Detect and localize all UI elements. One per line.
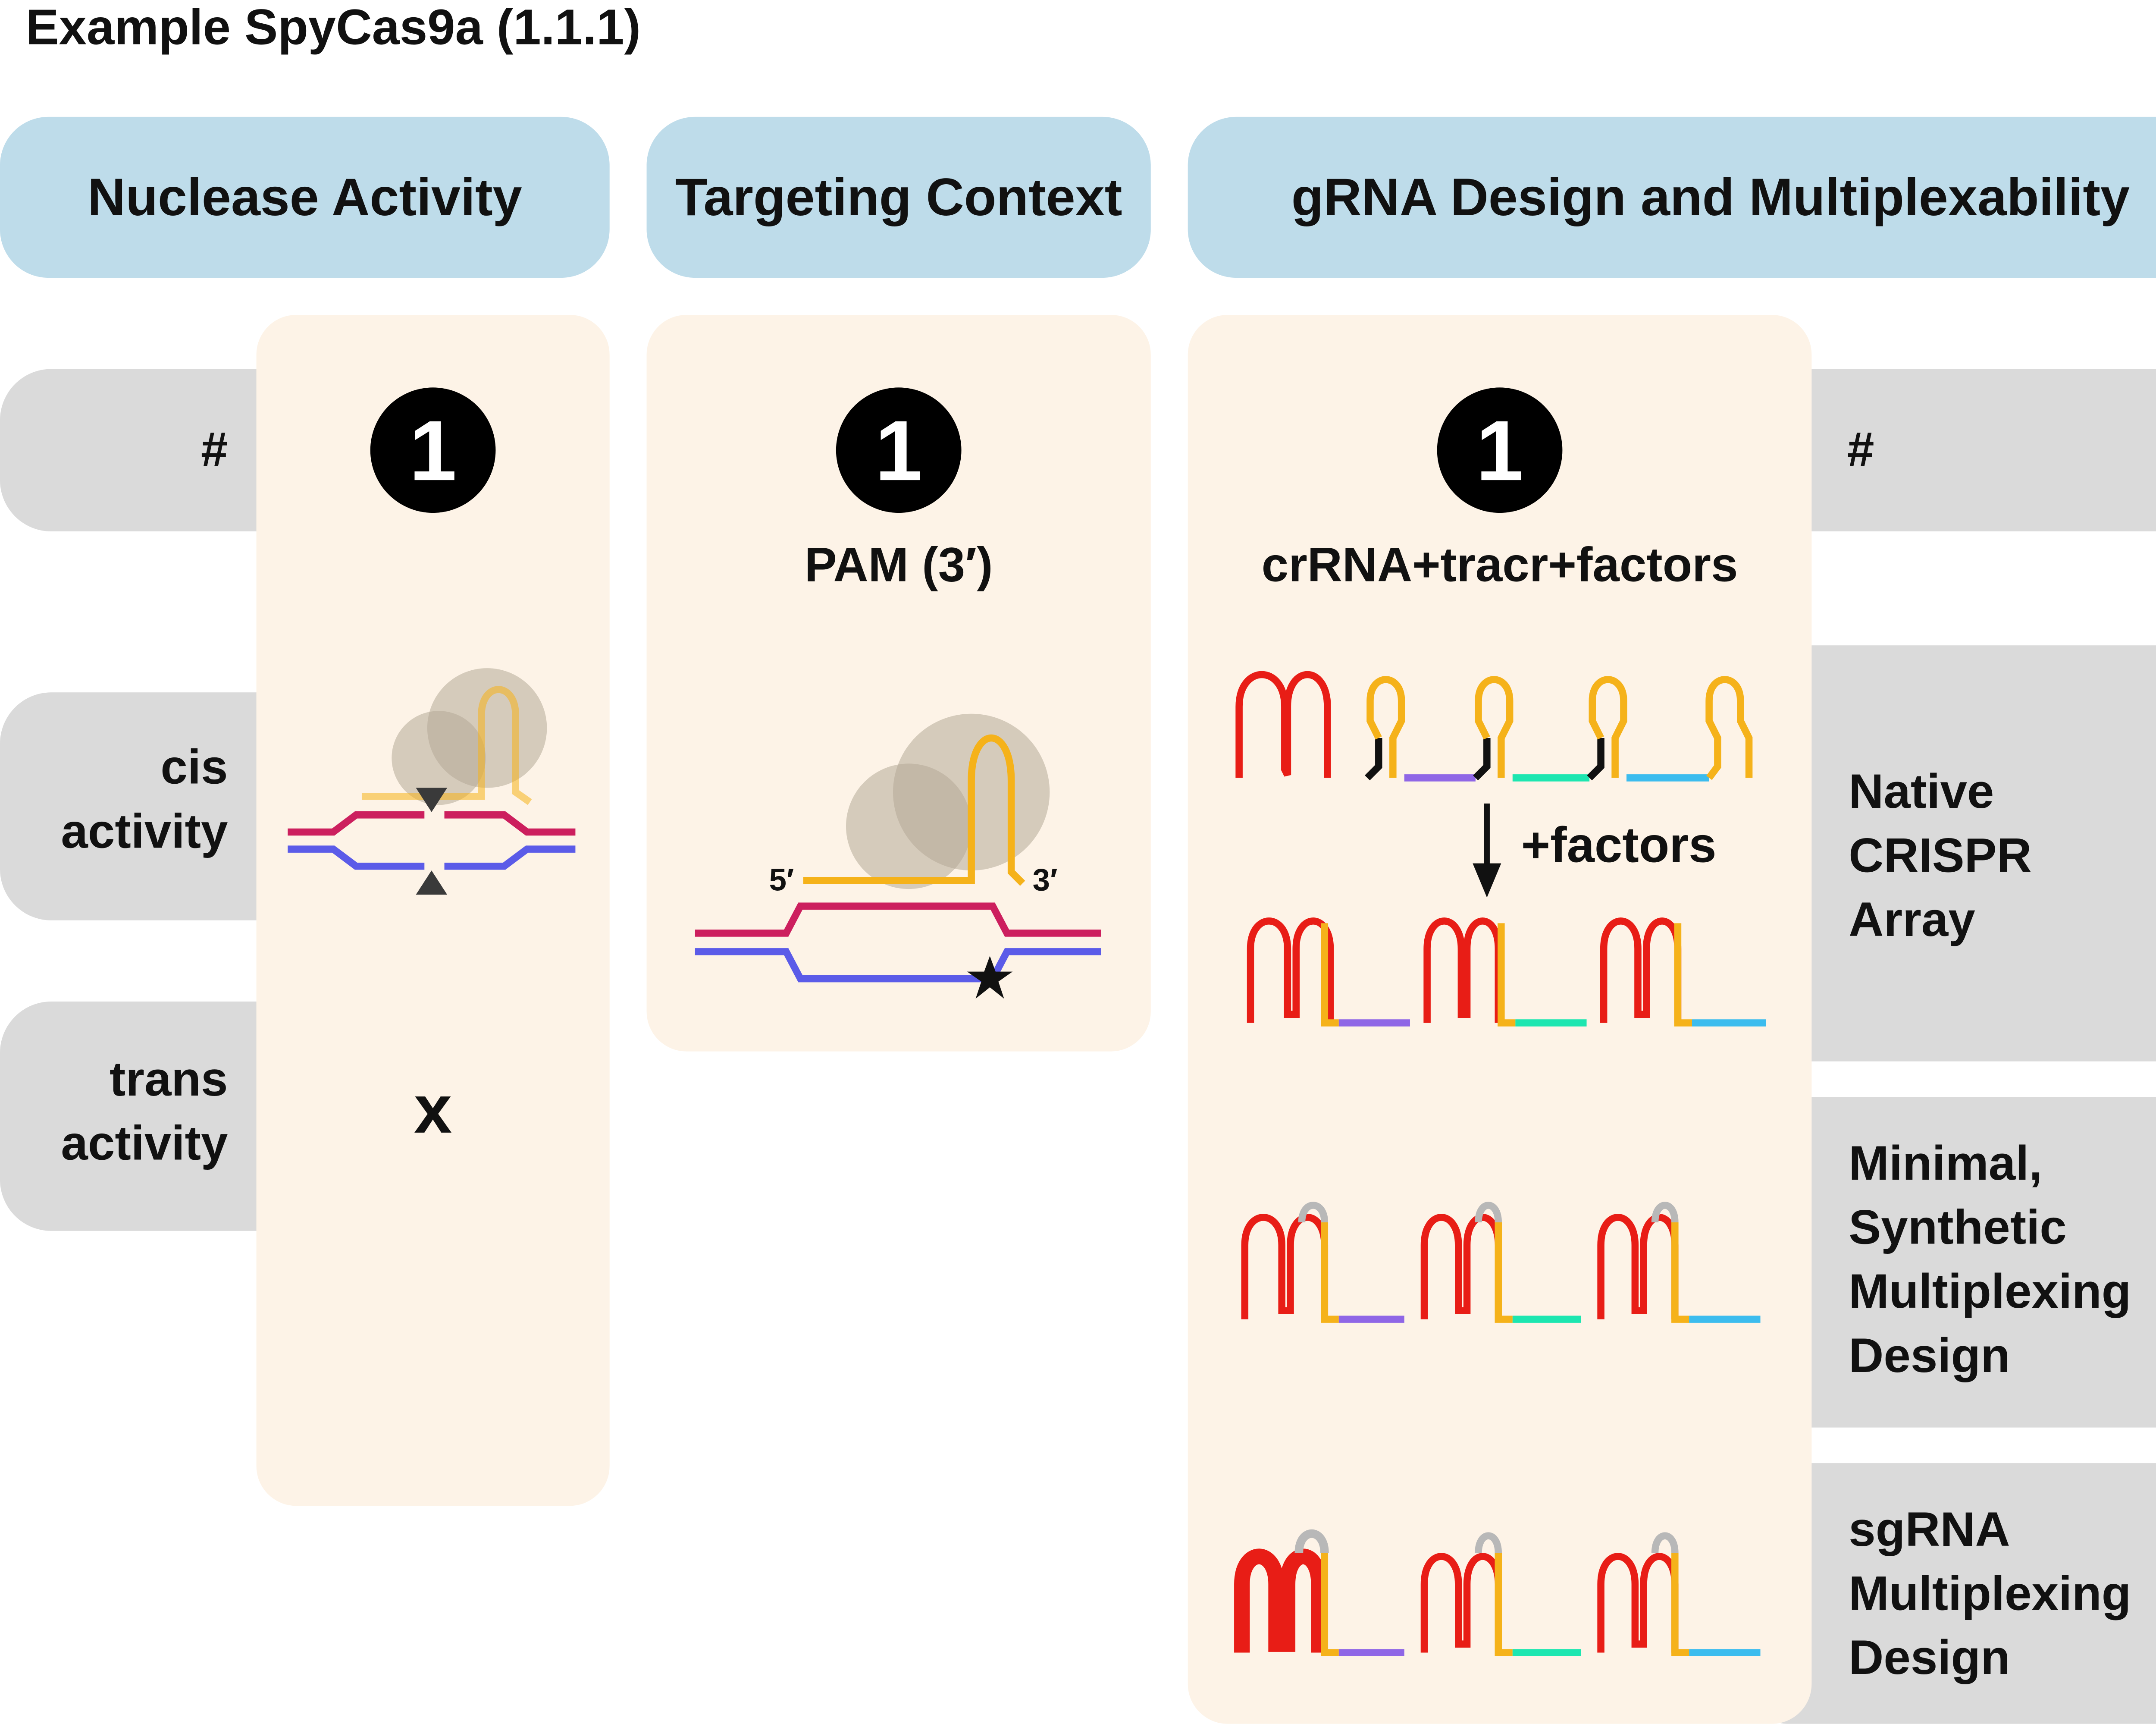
design-label-minimal-line1: Minimal, [1849, 1137, 2043, 1191]
star-icon [967, 956, 1013, 999]
pam-label: PAM (3′) [804, 538, 993, 593]
cleavage-triangle-icon [416, 870, 448, 895]
design-label-minimal-line2: Synthetic [1849, 1201, 2067, 1255]
row-label-cis-line1: cis [160, 741, 228, 795]
row-label-cis-line2: activity [61, 805, 228, 859]
row-label-trans: trans activity [0, 1049, 228, 1177]
nuclease-badge: 1 [370, 387, 496, 513]
grna-badge: 1 [1437, 387, 1563, 513]
row-label-trans-line2: activity [61, 1117, 228, 1171]
design-label-minimal-line3: Multiplexing [1849, 1265, 2131, 1319]
design-label-minimal: Minimal, Synthetic Multiplexing Design [1849, 1133, 2131, 1389]
design-label-sgrna-line2: Multiplexing [1849, 1567, 2131, 1621]
native-array-illustration [1235, 671, 1753, 782]
header-targeting-context: Targeting Context [646, 116, 1151, 278]
five-prime-label: 5′ [769, 862, 794, 898]
row-label-trans-line1: trans [109, 1052, 228, 1107]
nuclease-panel [256, 314, 610, 1506]
grna-format-label: crRNA+tracr+factors [1261, 538, 1738, 593]
processed-guides-illustration [1247, 917, 1766, 1027]
targeting-badge: 1 [836, 387, 962, 513]
cis-cleavage-illustration [288, 668, 576, 895]
cleavage-triangle-icon [416, 788, 448, 812]
sgrna-design-illustration [1234, 1529, 1761, 1656]
figure-title: Example SpyCas9a (1.1.1) [25, 0, 641, 56]
design-label-sgrna-line3: Design [1849, 1631, 2010, 1686]
minimal-design-illustration [1241, 1202, 1761, 1323]
design-label-native-line3: Array [1849, 893, 1975, 948]
row-label-hash-left: # [201, 423, 228, 477]
design-label-native: Native CRISPR Array [1849, 761, 2031, 953]
row-label-cis: cis activity [0, 737, 228, 865]
pam-targeting-illustration [695, 713, 1101, 999]
design-label-native-line1: Native [1849, 765, 1994, 820]
down-arrow-icon [1473, 803, 1501, 898]
row-label-hash-right: # [1847, 423, 1874, 477]
three-prime-label: 3′ [1032, 862, 1058, 898]
design-label-minimal-line4: Design [1849, 1329, 2010, 1384]
header-nuclease-activity: Nuclease Activity [0, 116, 610, 278]
design-label-native-line2: CRISPR [1849, 829, 2032, 883]
design-label-sgrna: sgRNA Multiplexing Design [1849, 1499, 2131, 1691]
plus-factors-label: +factors [1521, 817, 1717, 873]
header-grna-design: gRNA Design and Multiplexability [1188, 116, 2156, 278]
design-label-sgrna-line1: sgRNA [1849, 1503, 2010, 1558]
trans-activity-value: x [414, 1073, 452, 1149]
